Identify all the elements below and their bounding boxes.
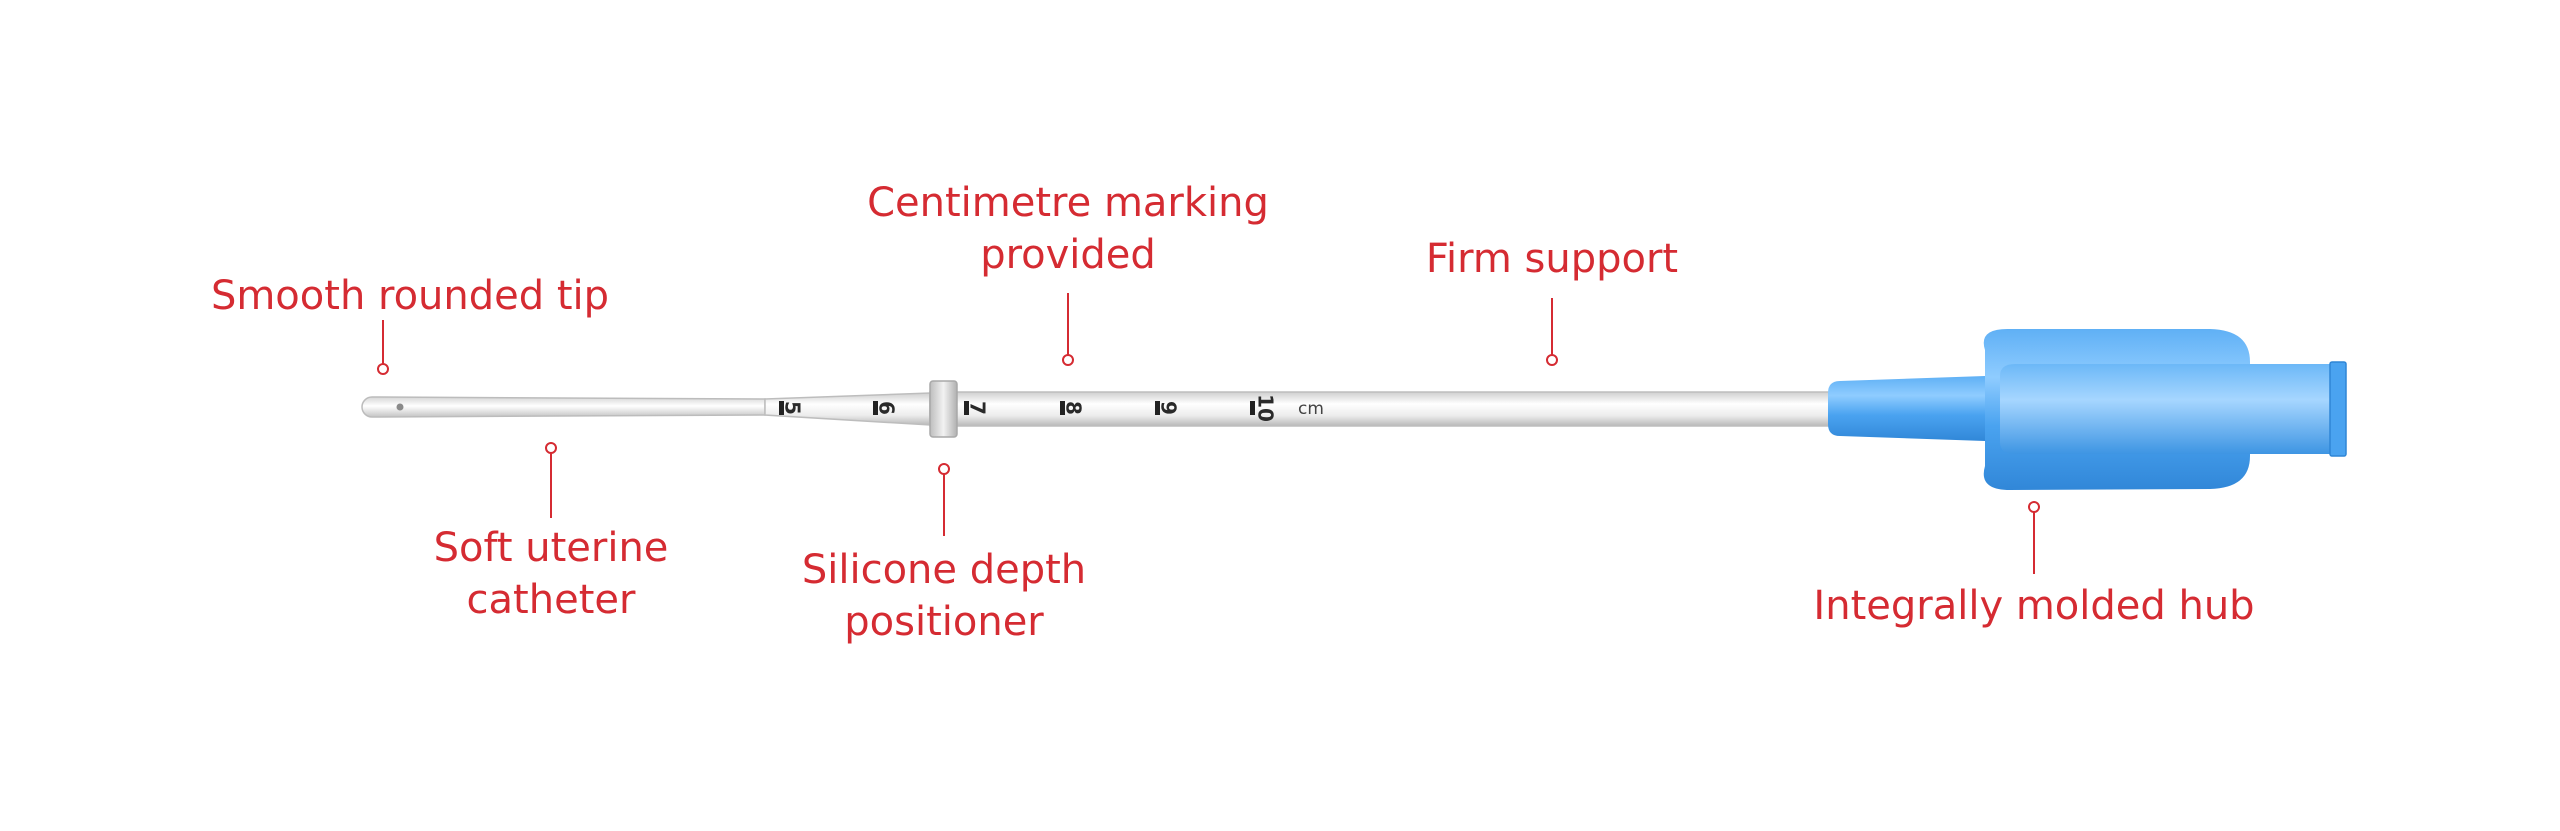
svg-text:9: 9 [1157,401,1181,415]
soft-uterine-catheter [361,396,766,418]
label-smooth-rounded-tip: Smooth rounded tip [211,273,609,319]
label-soft-uterine-catheter-1: Soft uterine [434,525,669,571]
tick-9: 9 [1155,401,1181,415]
svg-text:6: 6 [875,401,899,415]
callout-hub: Integrally molded hub [1813,501,2255,629]
tick-10: 10 [1250,394,1278,422]
integrally-molded-hub [1828,328,2347,490]
svg-text:7: 7 [966,401,990,415]
callout-marking: Centimetre marking provided [867,180,1269,366]
label-silicone-depth-positioner-1: Silicone depth [802,547,1086,593]
tip-eye-hole [396,403,404,411]
callout-tip: Smooth rounded tip [211,273,609,375]
label-centimetre-marking-2: provided [980,232,1156,278]
tick-6: 6 [873,401,899,415]
label-centimetre-marking-1: Centimetre marking [867,180,1269,226]
silicone-depth-positioner [929,380,958,438]
callout-support: Firm support [1426,236,1678,366]
svg-text:5: 5 [781,401,805,415]
label-integrally-molded-hub: Integrally molded hub [1813,583,2254,629]
svg-text:10: 10 [1254,394,1278,422]
unit-label: cm [1298,399,1324,419]
callout-catheter: Soft uterine catheter [434,442,669,623]
callout-positioner: Silicone depth positioner [802,463,1086,645]
tick-7: 7 [964,401,990,415]
label-soft-uterine-catheter-2: catheter [467,577,636,623]
label-silicone-depth-positioner-2: positioner [844,599,1044,645]
svg-text:8: 8 [1062,401,1086,415]
label-firm-support: Firm support [1426,236,1678,282]
centimetre-scale: 5 6 7 8 9 10 cm [779,394,1324,422]
tick-8: 8 [1060,401,1086,415]
tick-5: 5 [779,401,805,415]
